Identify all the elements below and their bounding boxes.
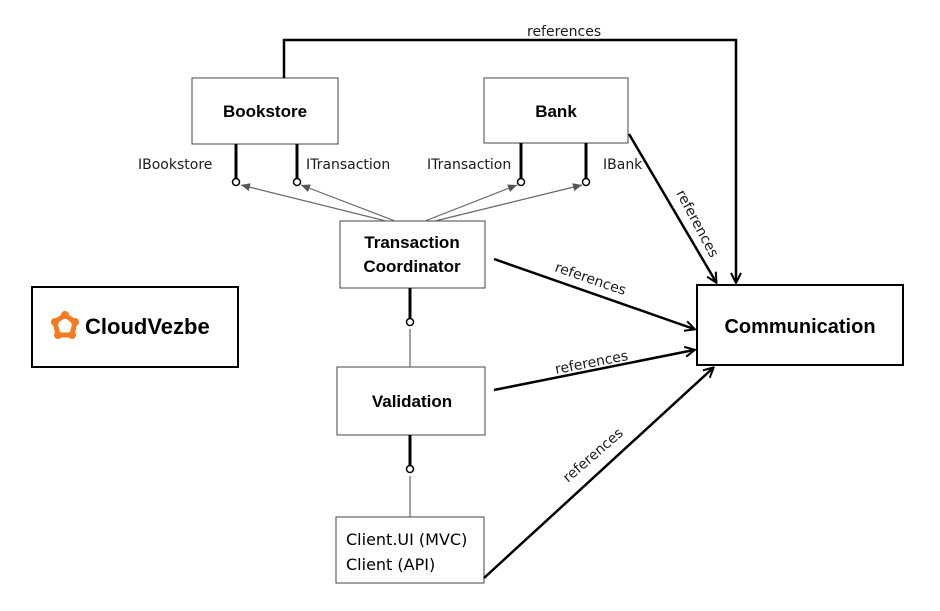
coordinator-references-arrow: references — [493, 257, 694, 329]
client-component: Client.UI (MVC) Client (API) — [335, 516, 485, 584]
cloudvezbe-logo-box: CloudVezbe — [31, 286, 239, 368]
coordinator-interface-dependencies — [240, 183, 583, 222]
brand-name: CloudVezbe — [85, 314, 210, 339]
itransaction-bookstore-label: ITransaction — [306, 157, 390, 173]
ibank-label: IBank — [603, 157, 643, 173]
itransaction-bookstore-interface: ITransaction — [292, 144, 390, 187]
client-to-validation-interface — [405, 435, 415, 517]
validation-references-label: references — [554, 348, 630, 378]
bank-component: Bank — [483, 77, 629, 144]
bank-references-arrow: references — [627, 133, 721, 282]
ibookstore-interface: IBookstore — [138, 144, 241, 187]
communication-label: Communication — [724, 316, 875, 338]
ibookstore-label: IBookstore — [138, 157, 212, 173]
transaction-coordinator-label-line1: Transaction — [364, 233, 459, 252]
ibank-interface: IBank — [581, 143, 643, 187]
client-label-line2: Client (API) — [346, 555, 435, 574]
bookstore-component: Bookstore — [191, 77, 339, 145]
bank-label: Bank — [535, 102, 577, 121]
transaction-coordinator-label-line2: Coordinator — [363, 257, 461, 276]
communication-component: Communication — [696, 284, 904, 366]
validation-references-arrow: references — [493, 348, 694, 392]
validation-label: Validation — [372, 392, 452, 411]
bookstore-references-arrow: references — [282, 24, 736, 282]
bookstore-references-label: references — [527, 24, 601, 40]
itransaction-bank-interface: ITransaction — [427, 143, 526, 187]
validation-to-coordinator-interface — [405, 288, 415, 367]
transaction-coordinator-component: Transaction Coordinator — [339, 220, 486, 289]
cloudvezbe-logo-icon — [51, 311, 79, 339]
bookstore-label: Bookstore — [223, 102, 307, 121]
client-references-arrow: references — [483, 368, 713, 579]
validation-component: Validation — [336, 366, 486, 436]
itransaction-bank-label: ITransaction — [427, 157, 511, 173]
client-label-line1: Client.UI (MVC) — [346, 530, 467, 549]
